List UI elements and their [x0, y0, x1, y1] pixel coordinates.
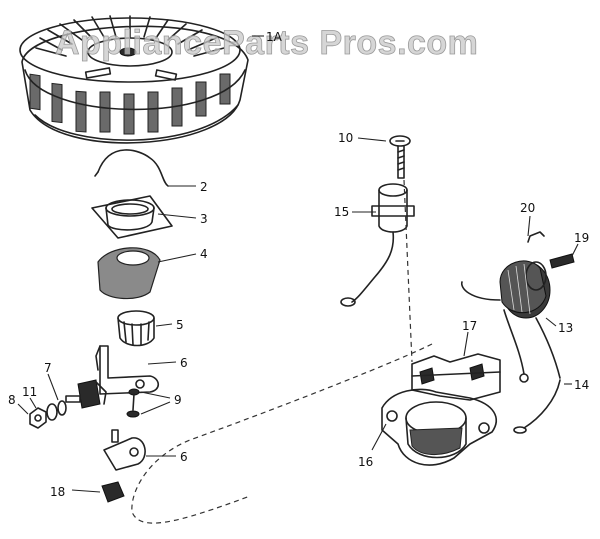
ground-wire-part	[513, 379, 561, 434]
callout-4: 4	[200, 247, 208, 261]
callout-5: 5	[176, 318, 184, 332]
callout-15: 15	[334, 205, 349, 219]
felt-gasket-part	[97, 247, 161, 300]
condenser-block-part	[101, 481, 125, 503]
callout-19: 19	[574, 231, 589, 245]
retaining-spring-part	[527, 231, 545, 243]
magneto-housing-part	[381, 388, 497, 466]
callout-11: 11	[22, 385, 37, 399]
wire-clip-part	[549, 253, 575, 269]
watermark-logo: ApplianceParts Pros.com	[55, 24, 478, 62]
ignition-coil-part	[461, 260, 561, 383]
callout-2: 2	[200, 180, 208, 194]
assembly-dashed-line-lower	[131, 343, 433, 524]
callout-1a: 1A	[266, 30, 283, 44]
flywheel-part	[19, 15, 249, 144]
mounting-screw-part	[389, 135, 411, 179]
callout-14: 14	[574, 378, 589, 392]
assembly-dashed-line-upper	[403, 179, 413, 363]
callout-6-upper: 6	[180, 356, 188, 370]
leader-lines	[17, 35, 579, 493]
callout-10: 10	[338, 131, 353, 145]
callout-13: 13	[558, 321, 573, 335]
cam-bushing-part	[117, 310, 155, 347]
callout-6-lower: 6	[180, 450, 188, 464]
callout-18: 18	[50, 485, 65, 499]
screw-part	[126, 388, 140, 418]
condenser-part	[340, 183, 415, 307]
callout-3: 3	[200, 212, 208, 226]
spring-clip-part	[94, 149, 169, 187]
breaker-arm-part	[95, 345, 160, 395]
callout-8: 8	[8, 393, 16, 407]
callout-9: 9	[174, 393, 182, 407]
callout-7: 7	[44, 361, 52, 375]
washer-part	[46, 400, 67, 421]
terminal-block-part	[65, 379, 107, 409]
callout-16: 16	[358, 455, 373, 469]
sleeve-plate-part	[91, 195, 173, 239]
mounting-bracket-part	[411, 353, 501, 401]
nut-part	[29, 407, 47, 429]
callout-20: 20	[520, 201, 535, 215]
callout-17: 17	[462, 319, 477, 333]
breaker-plate-part	[103, 429, 146, 471]
